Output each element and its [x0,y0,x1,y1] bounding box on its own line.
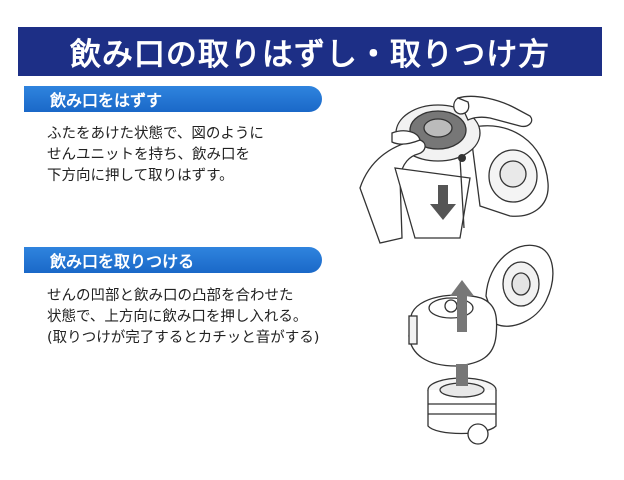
attach-line-2: 状態で、上方向に飲み口を押し入れる。 [47,309,308,325]
remove-line-3: 下方向に押して取りはずす。 [47,168,234,184]
section-heading-attach: 飲み口を取りつける [24,247,322,273]
remove-line-2: せんユニットを持ち、飲み口を [47,147,250,163]
remove-instructions: ふたをあけた状態で、図のように せんユニットを持ち、飲み口を 下方向に押して取り… [47,124,264,187]
page-title: 飲み口の取りはずし・取りつけ方 [69,37,551,73]
arrow-up-icon [450,280,474,386]
remove-line-1: ふたをあけた状態で、図のように [47,126,264,142]
attach-instructions: せんの凹部と飲み口の凸部を合わせた 状態で、上方向に飲み口を押し入れる。 (取り… [47,286,319,349]
section-heading-attach-label: 飲み口を取りつける [50,252,195,271]
remove-illustration [359,95,549,244]
section-heading-remove-label: 飲み口をはずす [50,91,163,110]
title-banner: 飲み口の取りはずし・取りつけ方 [18,27,602,76]
attach-line-3: (取りつけが完了するとカチッと音がする) [47,330,320,346]
arrow-down-icon [430,185,456,220]
section-heading-remove: 飲み口をはずす [24,86,322,112]
attach-line-1: せんの凹部と飲み口の凸部を合わせた [47,288,294,304]
hand-right [457,95,533,128]
attach-illustration [408,244,554,445]
